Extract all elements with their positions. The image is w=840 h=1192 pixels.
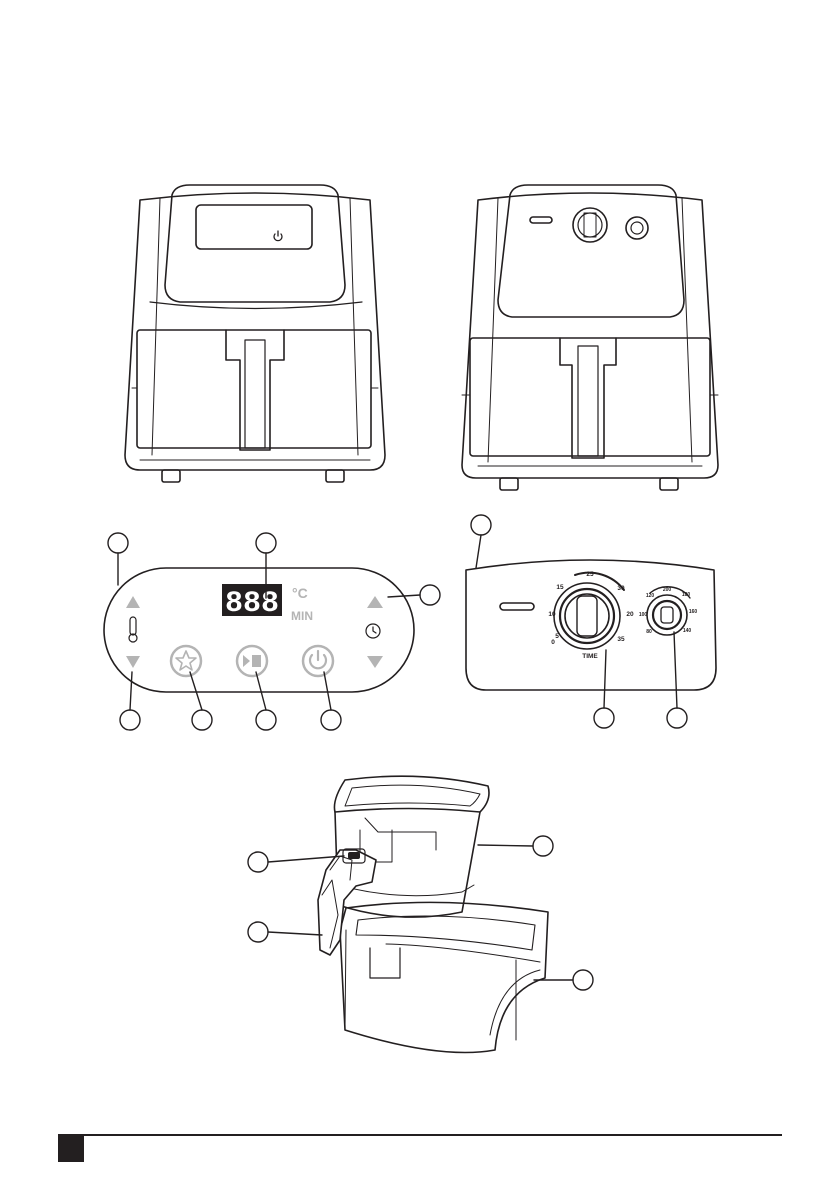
power-icon [274, 231, 282, 241]
footer-rule [58, 1134, 782, 1136]
svg-text:140: 140 [683, 628, 692, 634]
start-stop-button[interactable] [237, 646, 267, 676]
digital-airfryer-front-view [125, 185, 385, 482]
temp-down-arrow-icon[interactable] [126, 656, 140, 668]
svg-text:TIME: TIME [582, 653, 598, 660]
timer-icon [366, 624, 380, 638]
callout-8 [471, 515, 491, 568]
svg-text:120: 120 [646, 593, 655, 599]
celsius-unit-label: °C [292, 585, 308, 601]
callout-6 [256, 672, 276, 730]
callout-1 [108, 533, 128, 585]
svg-text:180: 180 [682, 592, 691, 598]
svg-text:35: 35 [617, 636, 625, 643]
display-digits: 888 [225, 587, 279, 621]
power-button[interactable] [303, 646, 333, 676]
preset-star-button[interactable] [171, 646, 201, 676]
callout-7 [321, 672, 341, 730]
svg-text:30: 30 [617, 585, 625, 592]
temp-up-arrow-icon[interactable] [126, 596, 140, 608]
manual-airfryer-front-view [462, 185, 718, 490]
timer-dial[interactable] [554, 573, 624, 649]
manual-control-panel: 25 30 20 35 15 10 5 0 TIME 200 180 160 1… [466, 560, 716, 690]
svg-text:20: 20 [626, 611, 634, 618]
basket-and-pan-illustration [318, 776, 548, 1052]
callout-9 [594, 650, 614, 728]
thermometer-icon [129, 617, 137, 642]
basket-release-button[interactable] [348, 852, 360, 859]
svg-text:25: 25 [586, 571, 594, 578]
timer-dial-scale: 25 30 20 35 15 10 5 0 TIME [548, 571, 634, 660]
callout-13 [478, 836, 553, 856]
callout-3 [388, 585, 440, 605]
callout-10 [667, 632, 687, 728]
minutes-unit-label: MIN [291, 609, 313, 623]
page-number-box [58, 1134, 84, 1162]
callout-12 [248, 922, 322, 942]
callout-5 [190, 672, 212, 730]
svg-text:80: 80 [646, 629, 652, 635]
svg-text:15: 15 [556, 584, 564, 591]
svg-text:5: 5 [555, 633, 559, 640]
svg-text:100: 100 [639, 612, 648, 618]
svg-text:200: 200 [663, 587, 672, 593]
svg-text:160: 160 [689, 609, 698, 615]
svg-text:0: 0 [551, 639, 555, 646]
svg-text:10: 10 [548, 611, 556, 618]
time-up-arrow-icon[interactable] [367, 596, 383, 608]
callout-14 [534, 970, 593, 990]
time-down-arrow-icon[interactable] [367, 656, 383, 668]
digital-control-panel: 888 °C MIN [104, 568, 414, 692]
